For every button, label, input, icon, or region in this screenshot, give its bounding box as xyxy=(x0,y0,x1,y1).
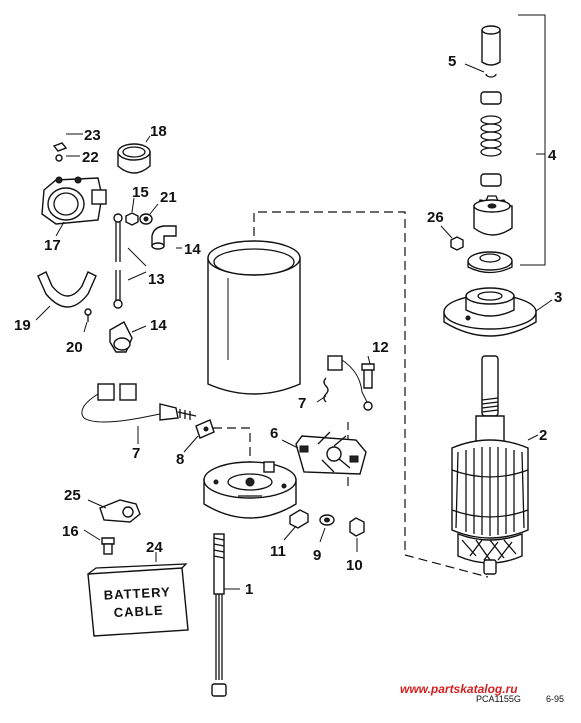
drawing-date: 6-95 xyxy=(546,694,564,704)
label-14-lower: 14 xyxy=(150,317,167,334)
label-18: 18 xyxy=(150,123,167,140)
part-20-screw xyxy=(83,308,92,333)
part-21-washer xyxy=(139,203,159,225)
part-8-terminal xyxy=(183,419,215,453)
label-6: 6 xyxy=(270,425,278,442)
battery-cable-line2: CABLE xyxy=(113,603,163,621)
part-18-ring xyxy=(117,135,151,174)
part-22-23-small xyxy=(52,133,83,162)
label-4: 4 xyxy=(548,147,557,164)
frame-housing xyxy=(207,240,301,395)
label-5: 5 xyxy=(448,53,456,70)
label-26: 26 xyxy=(427,209,444,226)
label-10: 10 xyxy=(346,557,363,574)
part-10-nut xyxy=(349,517,365,552)
part-1-thru-bolt xyxy=(211,533,240,697)
label-2: 2 xyxy=(539,427,547,444)
brush-7-upper xyxy=(316,355,373,411)
brush-7-lower xyxy=(81,383,197,444)
commutator-end-cap xyxy=(203,461,297,519)
label-1: 1 xyxy=(245,581,253,598)
label-7-upper: 7 xyxy=(298,395,306,412)
part-19-bracket xyxy=(35,271,97,321)
label-14-upper: 14 xyxy=(184,241,201,258)
part-15-nut xyxy=(125,197,139,226)
label-13: 13 xyxy=(148,271,165,288)
drive-washer xyxy=(467,251,513,274)
label-11: 11 xyxy=(270,543,286,560)
part-16-screw xyxy=(83,529,115,555)
label-9: 9 xyxy=(313,547,321,564)
pinion-gear xyxy=(473,195,513,236)
label-12: 12 xyxy=(372,339,389,356)
label-25: 25 xyxy=(64,487,81,504)
part-14-boot-lower xyxy=(109,321,147,353)
part-11-insulator xyxy=(283,509,309,541)
part-25-terminal xyxy=(87,499,141,523)
part-14-boot-upper xyxy=(151,225,182,250)
label-8: 8 xyxy=(176,451,184,468)
part-13-cable xyxy=(113,213,147,309)
label-24: 24 xyxy=(146,539,163,556)
part-26-nut xyxy=(440,225,464,251)
label-16: 16 xyxy=(62,523,79,540)
part-6-brush-plate xyxy=(281,431,367,475)
drawing-code: PCA1155G xyxy=(476,694,521,704)
drive-spring-stack xyxy=(480,91,502,187)
part-12-screw xyxy=(361,355,375,389)
label-19: 19 xyxy=(14,317,31,334)
label-7-lower: 7 xyxy=(132,445,140,462)
part-2-armature xyxy=(451,355,539,575)
part-5-cap xyxy=(464,25,501,78)
battery-cable-line1: BATTERY xyxy=(103,584,171,602)
part-24-battery-cable xyxy=(87,552,189,637)
label-3: 3 xyxy=(554,289,562,306)
label-21: 21 xyxy=(160,189,177,206)
part-9-washer xyxy=(319,514,335,543)
part-17-solenoid xyxy=(41,176,107,237)
label-17: 17 xyxy=(44,237,61,254)
part-3-end-cap xyxy=(443,287,553,337)
watermark: www.partskatalog.ru xyxy=(400,682,518,696)
bracket-4 xyxy=(518,14,546,266)
label-22: 22 xyxy=(82,149,99,166)
label-23: 23 xyxy=(84,127,101,144)
label-15: 15 xyxy=(132,184,149,201)
label-20: 20 xyxy=(66,339,83,356)
